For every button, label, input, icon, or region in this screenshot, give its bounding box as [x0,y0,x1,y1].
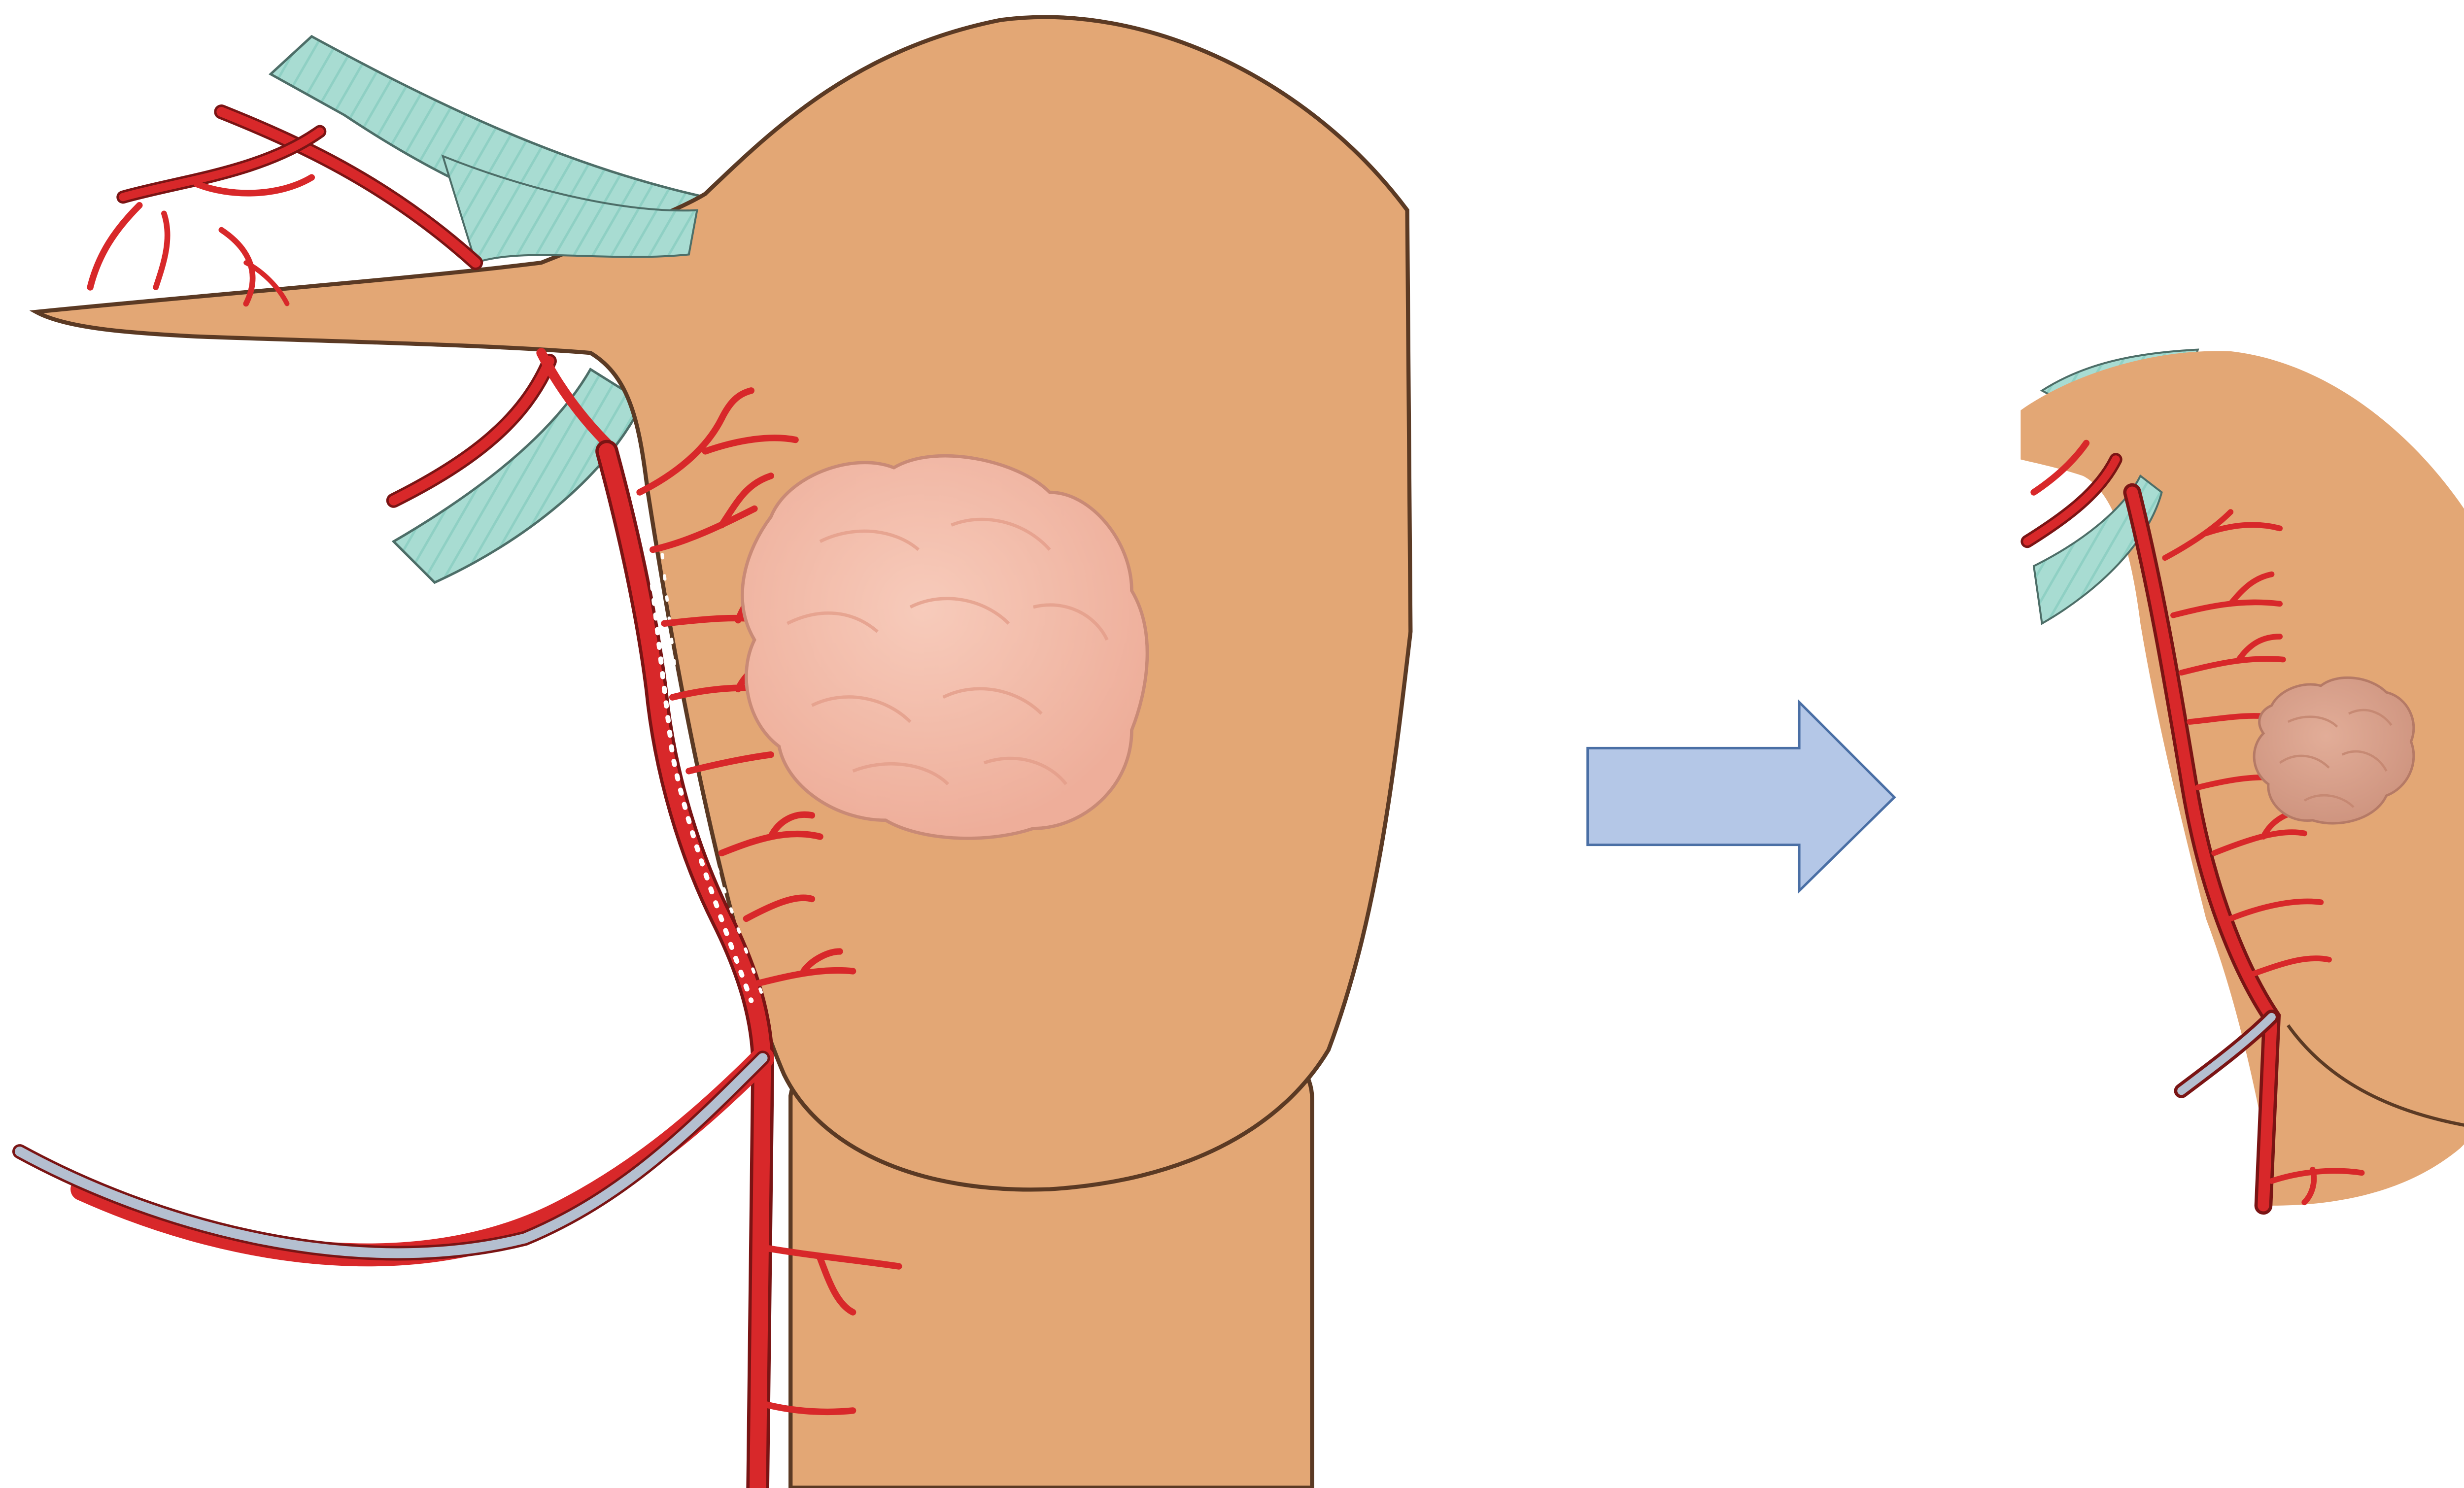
after-panel [2020,350,2464,1206]
before-panel [20,17,1410,1488]
tumor-large [742,456,1147,838]
right-arrow-icon [1588,702,1894,891]
catheter [20,1058,763,1255]
